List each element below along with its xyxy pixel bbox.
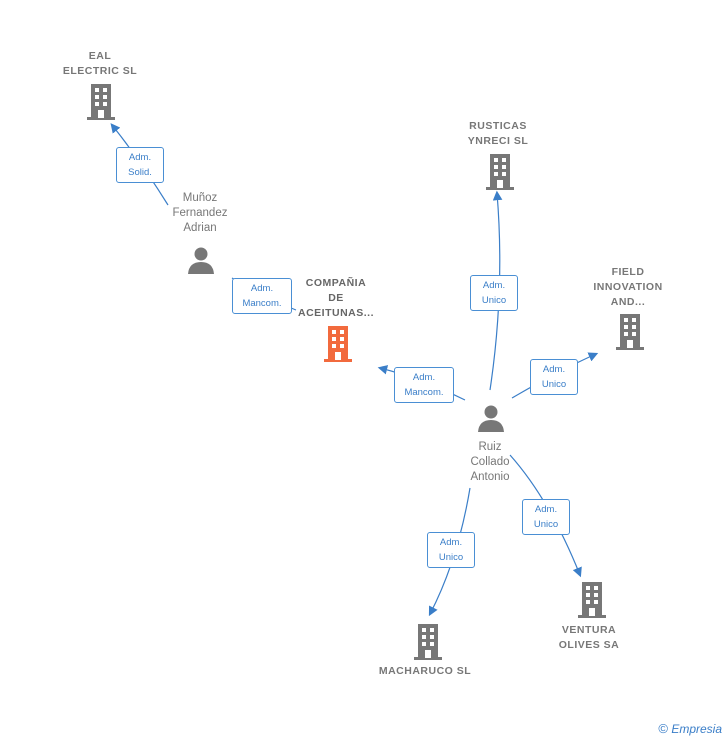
copyright-icon: © <box>658 721 668 736</box>
node-label-rusticas[interactable]: RUSTICAS YNRECI SL <box>467 120 529 147</box>
node-label-eal[interactable]: EAL ELECTRIC SL <box>62 50 138 77</box>
edge-label-ruiz-field: Adm. Unico <box>530 359 578 395</box>
node-label-ventura[interactable]: VENTURA OLIVES SA <box>558 624 620 651</box>
person-icon <box>188 247 214 274</box>
brand-logo: Empresia <box>671 722 722 736</box>
node-label-field[interactable]: FIELD INNOVATION AND... <box>593 266 663 308</box>
node-label-munoz[interactable]: Muñoz Fernandez Adrian <box>172 192 228 234</box>
edge-label-ruiz-ventura: Adm. Unico <box>522 499 570 535</box>
edge-label-munoz-compania: Adm. Mancom. <box>232 278 292 314</box>
person-icon <box>478 405 504 432</box>
building-icon <box>578 582 606 618</box>
node-label-macharuco[interactable]: MACHARUCO SL <box>378 665 472 677</box>
building-icon <box>486 154 514 190</box>
edge-label-ruiz-rusticas: Adm. Unico <box>470 275 518 311</box>
edge-label-ruiz-macharuco: Adm. Unico <box>427 532 475 568</box>
building-icon <box>414 624 442 660</box>
footer-brand: © Empresia <box>658 721 722 736</box>
building-icon <box>616 314 644 350</box>
node-label-ruiz[interactable]: Ruiz Collado Antonio <box>470 441 510 483</box>
building-icon <box>87 84 115 120</box>
edge-label-munoz-eal: Adm. Solid. <box>116 147 164 183</box>
node-label-compania[interactable]: COMPAÑIA DE ACEITUNAS... <box>297 277 374 319</box>
edge-label-ruiz-compania: Adm. Mancom. <box>394 367 454 403</box>
building-icon-focus <box>324 326 352 362</box>
